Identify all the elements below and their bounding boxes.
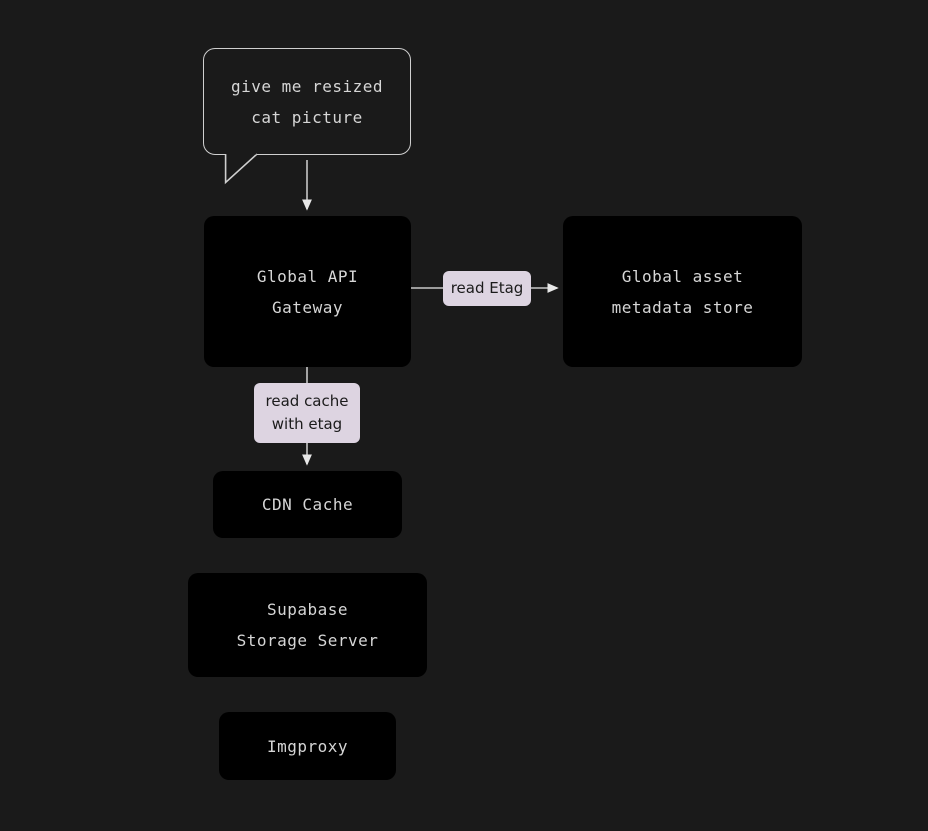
node-global-asset-metadata-store-line-2: metadata store [611,297,754,317]
edge-label-read-cache-with-etag-line-1: read cache [265,392,349,410]
node-global-api-gateway-line-2: Gateway [272,297,343,317]
node-supabase-storage-server-line-2: Storage Server [236,631,379,650]
node-imgproxy-label: Imgproxy [266,736,349,756]
node-imgproxy[interactable]: Imgproxy [219,712,396,780]
node-cdn-cache[interactable]: CDN Cache [213,471,402,538]
node-global-asset-metadata-store[interactable]: Global asset metadata store [563,216,802,367]
node-supabase-storage-server-line-1: Supabase [266,600,349,619]
bubble-line-2: cat picture [251,107,363,127]
node-global-api-gateway[interactable]: Global API Gateway [204,216,411,367]
edge-label-read-cache-with-etag-line-2: with etag [271,415,343,433]
edge-label-read-etag-text: read Etag [450,279,524,297]
user-request-speech-bubble: give me resized cat picture [203,48,411,155]
node-supabase-storage-server[interactable]: Supabase Storage Server [188,573,427,677]
node-global-asset-metadata-store-line-1: Global asset [621,266,744,286]
node-global-api-gateway-line-1: Global API [256,266,359,286]
bubble-line-1: give me resized [231,76,383,96]
edge-label-read-cache-with-etag[interactable]: read cache with etag [254,383,360,443]
edge-label-read-etag[interactable]: read Etag [443,271,531,306]
node-cdn-cache-label: CDN Cache [261,495,354,514]
